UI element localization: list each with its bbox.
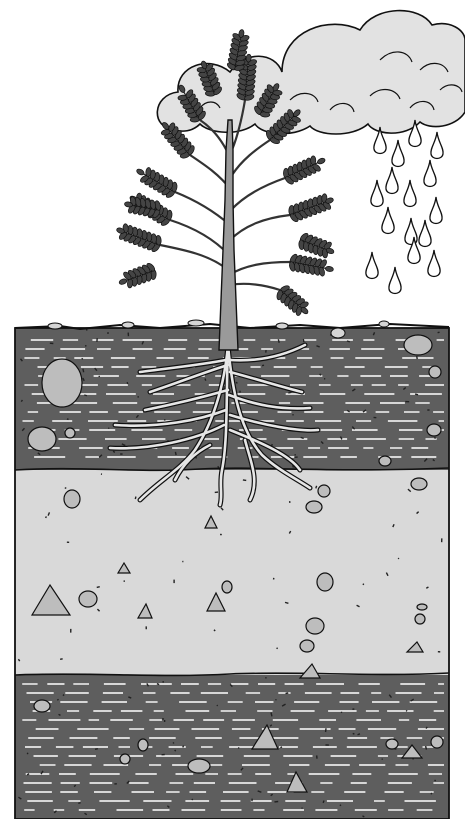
soil-speck [220, 534, 222, 535]
stone [411, 478, 427, 490]
leaf-frond [280, 151, 329, 187]
leaf-frond [116, 261, 160, 292]
soil-speck [294, 456, 297, 458]
branch [230, 215, 290, 240]
soil-speck [301, 808, 302, 809]
branch [175, 192, 230, 225]
raindrop [386, 167, 398, 194]
stone [64, 490, 80, 508]
soil-speck [107, 332, 109, 334]
stone [138, 739, 148, 751]
stone [120, 754, 130, 764]
soil-speck [182, 561, 183, 562]
soil-speck [273, 578, 275, 580]
stone [34, 700, 50, 712]
stone [306, 618, 324, 634]
stone [306, 501, 322, 513]
leaflet [325, 266, 334, 272]
soil-speck [161, 754, 164, 756]
soil-speck [289, 501, 291, 503]
stone [317, 573, 333, 591]
soil-speck [114, 783, 117, 784]
stone [429, 366, 441, 378]
branch [160, 245, 228, 270]
branch [231, 178, 285, 210]
branch [231, 284, 280, 290]
soil-speck [405, 401, 409, 402]
stone [427, 424, 441, 436]
soil-speck [341, 712, 342, 713]
stone [300, 640, 314, 652]
stone [415, 614, 425, 624]
raindrops [366, 120, 443, 294]
soil-speck [120, 453, 122, 454]
soil-speck [124, 580, 125, 581]
soil-speck [294, 454, 296, 455]
stone [42, 359, 82, 407]
leaflet [118, 278, 127, 285]
soil-speck [128, 333, 130, 337]
soil-speck [434, 437, 436, 439]
soil-speck [251, 799, 253, 802]
leaflet [317, 157, 326, 165]
raindrop [424, 160, 436, 187]
soil-speck [325, 744, 328, 746]
soil-speck [164, 720, 165, 722]
branch [229, 262, 290, 275]
soil-speck [65, 487, 67, 489]
raindrop [428, 250, 440, 277]
stone [318, 485, 330, 497]
soil-speck [146, 626, 147, 629]
leaf-frond [287, 252, 335, 279]
soil-speck [239, 391, 241, 393]
soil-speck [67, 542, 69, 544]
raindrop [419, 220, 431, 247]
stone [417, 604, 427, 610]
stone [431, 736, 443, 748]
raindrop [430, 197, 442, 224]
stone [188, 759, 210, 773]
stone [404, 335, 432, 355]
leaf-frond [285, 190, 336, 224]
soil-speck [373, 417, 376, 419]
soil-speck [99, 376, 100, 377]
soil-speck [441, 538, 443, 542]
stone [65, 428, 75, 438]
soil-speck [162, 681, 164, 683]
stone [386, 739, 398, 749]
stone [28, 427, 56, 451]
raindrop [389, 267, 401, 294]
leaf-frond [114, 220, 165, 254]
raindrop [371, 180, 383, 207]
leaf-frond [273, 282, 314, 321]
raindrop [366, 252, 378, 279]
soil-speck [70, 629, 71, 633]
leaflet [127, 279, 133, 289]
soil-speck [101, 473, 102, 475]
soil-speck [275, 699, 277, 700]
leaflet [136, 168, 145, 176]
raindrop [392, 140, 404, 167]
stone [79, 591, 97, 607]
raindrop [382, 207, 394, 234]
soil-speck [265, 677, 266, 678]
leaflet [145, 167, 151, 177]
branch [232, 140, 270, 175]
soil-speck [316, 755, 318, 758]
leaf-frond [123, 194, 163, 219]
leaflet [246, 54, 252, 62]
soil-speck [438, 651, 440, 653]
soil-speck [382, 758, 383, 759]
soil-speck [427, 409, 429, 410]
stone [222, 581, 232, 593]
stone [379, 456, 391, 466]
raindrop [431, 132, 443, 159]
soil-speck [173, 580, 174, 584]
raindrop [404, 180, 416, 207]
